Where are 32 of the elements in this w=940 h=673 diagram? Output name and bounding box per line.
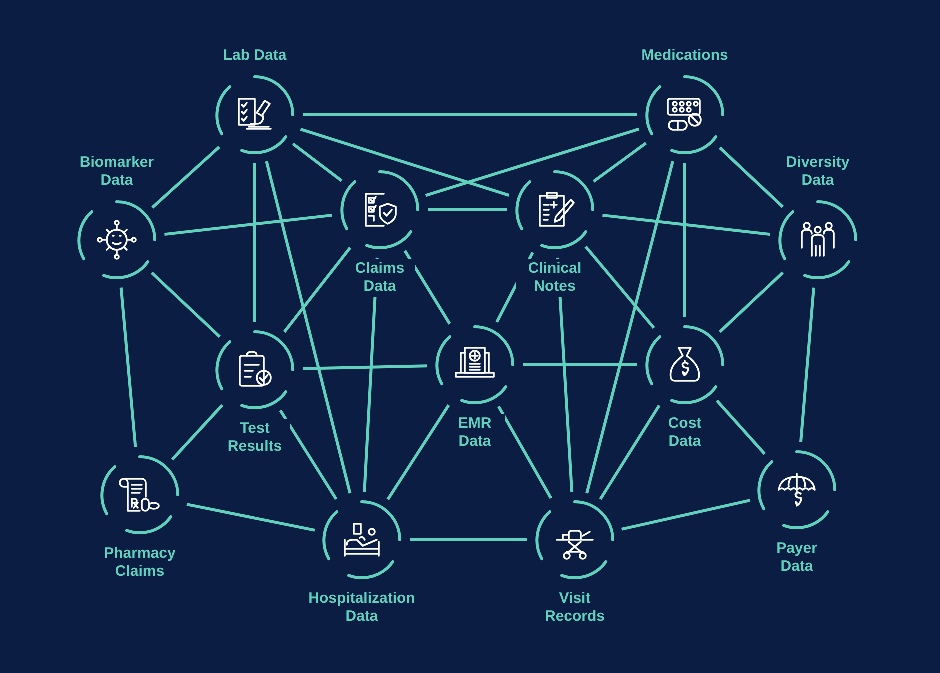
connector-line	[302, 364, 428, 370]
connector-line	[498, 406, 552, 500]
connector-line	[120, 288, 138, 448]
connector-line	[523, 364, 637, 366]
connector-line	[164, 214, 332, 236]
connector-line	[186, 503, 316, 532]
connector-line	[592, 142, 648, 183]
connector-line	[684, 163, 686, 317]
connector-line	[265, 161, 352, 494]
connector-line	[292, 142, 343, 182]
connector-line	[150, 272, 222, 338]
connector-line	[718, 272, 784, 334]
connector-line	[716, 400, 766, 456]
connector-line	[584, 246, 656, 330]
connector-line	[386, 404, 450, 500]
connector-line	[303, 114, 637, 116]
connector-line	[283, 246, 352, 334]
connector-line	[254, 163, 256, 322]
connector-line	[599, 404, 661, 500]
connector-line	[622, 499, 750, 531]
connector-line	[425, 128, 640, 198]
connector-line	[279, 410, 338, 500]
connector-line	[152, 146, 220, 209]
connector-line	[300, 128, 510, 197]
connector-line	[718, 146, 784, 208]
connector-line	[602, 214, 770, 236]
connector-line	[428, 208, 507, 212]
connector-line	[410, 538, 527, 542]
connector-line	[171, 404, 224, 461]
connector-line	[800, 288, 816, 442]
connector-line	[404, 250, 452, 325]
connector-line	[586, 161, 674, 494]
